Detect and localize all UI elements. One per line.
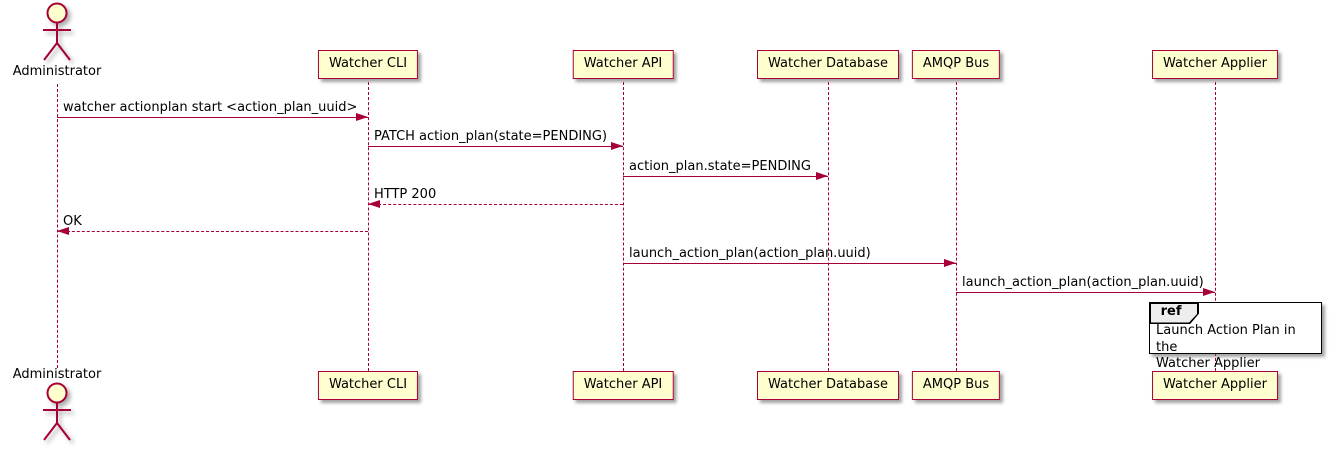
participant-amqp-bus-top: AMQP Bus	[911, 50, 1001, 80]
actor-administrator-figure-top	[35, 2, 79, 68]
message-line-4	[57, 231, 368, 232]
lifeline-watcher-cli	[368, 82, 369, 371]
ref-keyword-label: ref	[1150, 303, 1198, 323]
participant-watcher-database-bottom: Watcher Database	[757, 371, 899, 401]
message-label-5: launch_action_plan(action_plan.uuid)	[629, 246, 871, 261]
arrowhead-icon	[944, 259, 956, 267]
arrowhead-icon	[57, 227, 69, 235]
participant-watcher-database-top: Watcher Database	[757, 50, 899, 80]
lifeline-administrator	[57, 84, 58, 368]
actor-icon	[43, 382, 71, 441]
message-line-5	[623, 263, 956, 264]
message-label-4: OK	[63, 214, 82, 229]
arrowhead-icon	[356, 113, 368, 121]
ref-keyword-tab: ref	[1149, 302, 1200, 325]
message-label-6: launch_action_plan(action_plan.uuid)	[962, 275, 1204, 290]
arrowhead-icon	[611, 142, 623, 150]
message-line-1	[368, 146, 623, 147]
message-label-2: action_plan.state=PENDING	[629, 159, 811, 174]
message-line-3	[368, 204, 623, 205]
lifeline-watcher-database	[828, 82, 829, 371]
participant-watcher-api-top: Watcher API	[572, 50, 674, 80]
arrowhead-icon	[368, 200, 380, 208]
message-label-1: PATCH action_plan(state=PENDING)	[374, 129, 608, 144]
actor-administrator-figure-bottom	[35, 382, 79, 448]
message-label-3: HTTP 200	[374, 187, 437, 202]
actor-administrator-label-top: Administrator	[12, 64, 102, 79]
arrowhead-icon	[1203, 288, 1215, 296]
participant-watcher-api-bottom: Watcher API	[572, 371, 674, 401]
message-label-0: watcher actionplan start <action_plan_uu…	[63, 100, 358, 115]
actor-icon	[43, 2, 71, 61]
actor-administrator-label-bottom: Administrator	[12, 367, 102, 382]
arrowhead-icon	[816, 172, 828, 180]
lifeline-watcher-api	[623, 82, 624, 371]
lifeline-watcher-applier	[1215, 82, 1216, 371]
participant-amqp-bus-bottom: AMQP Bus	[911, 371, 1001, 401]
lifeline-amqp-bus	[956, 82, 957, 371]
participant-watcher-applier-bottom: Watcher Applier	[1152, 371, 1278, 401]
participant-watcher-applier-top: Watcher Applier	[1152, 50, 1278, 80]
participant-watcher-cli-bottom: Watcher CLI	[317, 371, 419, 401]
message-line-6	[956, 292, 1215, 293]
participant-watcher-cli-top: Watcher CLI	[317, 50, 419, 80]
message-line-2	[623, 176, 828, 177]
message-line-0	[57, 117, 368, 118]
